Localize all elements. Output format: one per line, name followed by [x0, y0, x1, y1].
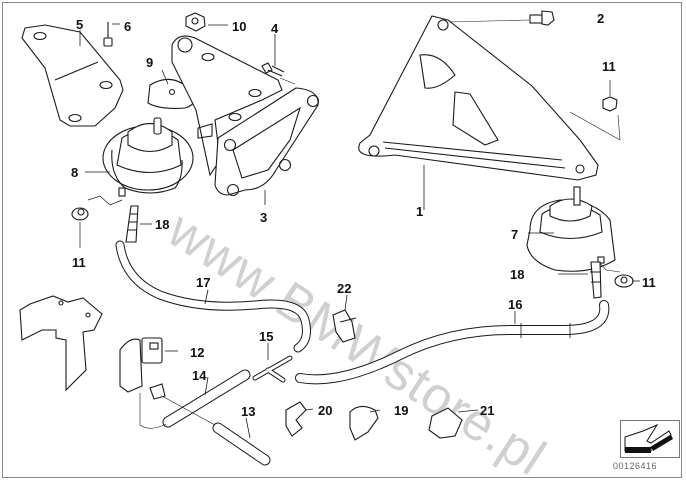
- part-11-nut-left[interactable]: [71, 207, 89, 248]
- callout-4[interactable]: 4: [271, 21, 279, 36]
- callout-11-left[interactable]: 11: [72, 255, 86, 270]
- callout-3[interactable]: 3: [260, 210, 268, 225]
- part-2-bolt[interactable]: [448, 10, 555, 26]
- leader-lines: [79, 23, 640, 439]
- callout-15[interactable]: 15: [259, 329, 274, 344]
- callout-8[interactable]: 8: [71, 165, 79, 180]
- callout-13[interactable]: 13: [241, 404, 256, 419]
- part-17-hose[interactable]: [115, 240, 311, 353]
- callout-17[interactable]: 17: [196, 275, 211, 290]
- part-8-engine-mount-left[interactable]: [87, 117, 194, 206]
- diagram-id: 00126416: [613, 461, 658, 471]
- callout-22[interactable]: 22: [337, 281, 352, 296]
- part-3-engine-support-left[interactable]: [171, 35, 320, 197]
- callout-2[interactable]: 2: [597, 11, 605, 26]
- part-22-clip[interactable]: [332, 309, 357, 343]
- part-4-bolt[interactable]: [261, 62, 296, 85]
- part-7-engine-mount-right[interactable]: [526, 186, 621, 273]
- part-12-solenoid-valve[interactable]: [119, 337, 163, 393]
- part-20-clip[interactable]: [285, 401, 307, 437]
- part-9-heat-shield[interactable]: [147, 78, 196, 109]
- part-heat-bracket: [19, 295, 103, 392]
- part-16-hose[interactable]: [295, 300, 610, 385]
- callout-14[interactable]: 14: [192, 368, 207, 383]
- part-18-connector-right[interactable]: [590, 261, 602, 299]
- callout-10[interactable]: 10: [232, 19, 247, 34]
- callout-5[interactable]: 5: [76, 17, 84, 32]
- callout-6[interactable]: 6: [124, 19, 132, 34]
- part-5-bracket[interactable]: [21, 24, 124, 127]
- part-15-t-connector[interactable]: [252, 355, 293, 383]
- callout-19[interactable]: 19: [394, 403, 409, 418]
- part-1-engine-support-right[interactable]: [358, 15, 599, 181]
- part-19-clamp[interactable]: [349, 405, 379, 441]
- callout-11-top-right[interactable]: 11: [602, 59, 616, 74]
- part-11-nut-top-right[interactable]: [569, 80, 621, 141]
- callout-12[interactable]: 12: [190, 345, 205, 360]
- callout-16[interactable]: 16: [508, 297, 523, 312]
- callout-20[interactable]: 20: [318, 403, 333, 418]
- view-direction-arrow-icon[interactable]: [620, 420, 680, 458]
- callout-11-lower-right[interactable]: 11: [642, 275, 656, 290]
- arrow-icon: [624, 423, 673, 453]
- part-14-hose[interactable]: [139, 369, 251, 429]
- part-11-nut-lower-right[interactable]: [614, 274, 634, 288]
- diagram-frame: [2, 2, 682, 478]
- callout-1[interactable]: 1: [416, 204, 424, 219]
- part-13-hose[interactable]: [149, 383, 271, 466]
- part-10-nut[interactable]: [185, 12, 206, 32]
- callout-18-left[interactable]: 18: [155, 217, 170, 232]
- callout-21[interactable]: 21: [480, 403, 495, 418]
- part-6-bolt[interactable]: [103, 22, 113, 47]
- part-21-clip[interactable]: [428, 407, 463, 439]
- part-18-connector-left[interactable]: [125, 205, 139, 243]
- callout-9[interactable]: 9: [146, 55, 154, 70]
- callout-18-right[interactable]: 18: [510, 267, 525, 282]
- callout-7[interactable]: 7: [511, 227, 519, 242]
